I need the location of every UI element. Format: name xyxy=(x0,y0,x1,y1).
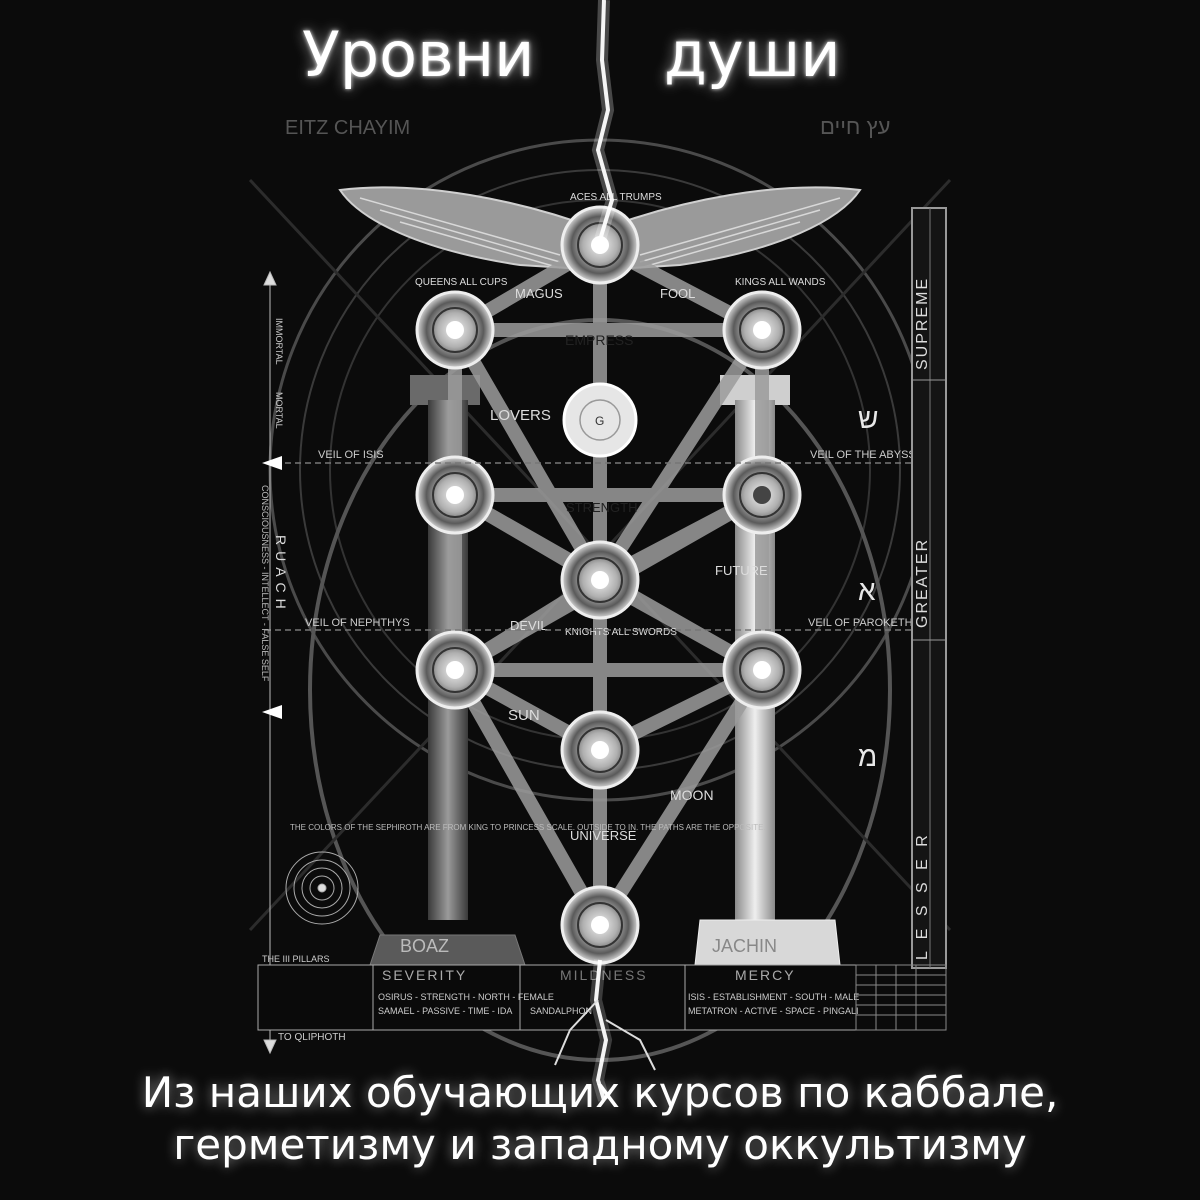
right-scale xyxy=(911,207,947,969)
mercy-desc-1: ISIS - ESTABLISHMENT - SOUTH - MALE xyxy=(688,992,859,1002)
supreme-label: SUPREME xyxy=(914,277,931,370)
immortal-label: IMMORTAL xyxy=(274,318,284,365)
eitz-chayim-hebrew: עץ חיים xyxy=(820,114,890,139)
mildness-label: MILDNESS xyxy=(560,967,648,983)
path-strength: STRENGTH xyxy=(566,500,638,515)
veil-lines xyxy=(265,462,935,631)
lightning-bolt-icon xyxy=(554,0,656,1102)
veil-abyss-label: VEIL OF THE ABYSS xyxy=(810,449,916,461)
queens-label: QUEENS ALL CUPS xyxy=(415,277,508,288)
caption-line-2: герметизму и западному оккультизму xyxy=(173,1120,1027,1169)
sephira-chesed xyxy=(722,455,802,535)
left-scale xyxy=(262,270,282,1055)
pillars-table: THE III PILLARS SEVERITY MILDNESS MERCY … xyxy=(257,954,859,1031)
severity-label: SEVERITY xyxy=(382,967,467,983)
sephira-yesod xyxy=(560,710,640,790)
ruach-sub-label: CONSCIOUSNESS - INTELLECT - FALSE SELF xyxy=(260,485,270,682)
sephira-netzach xyxy=(722,630,802,710)
sephira-malkuth xyxy=(560,885,640,965)
path-universe: UNIVERSE xyxy=(570,828,637,843)
severity-desc-2: SAMAEL - PASSIVE - TIME - IDA xyxy=(378,1006,512,1016)
to-qliphoth-label: TO QLIPHOTH xyxy=(278,1032,346,1043)
mercy-label: MERCY xyxy=(735,967,796,983)
greater-label: GREATER xyxy=(914,538,931,628)
sephira-binah xyxy=(415,290,495,370)
path-sun: SUN xyxy=(508,707,540,724)
sephira-kether xyxy=(560,205,640,285)
path-fool: FOOL xyxy=(660,286,695,301)
sephiroth: G xyxy=(415,205,802,965)
colors-note-text: THE COLORS OF THE SEPHIROTH ARE FROM KIN… xyxy=(290,823,766,832)
sephira-hod xyxy=(415,630,495,710)
color-scale-disk-icon xyxy=(285,851,359,925)
winged-disk-icon xyxy=(338,186,862,272)
path-empress: EMPRESS xyxy=(565,332,633,348)
mercy-desc-2: METATRON - ACTIVE - SPACE - PINGALI xyxy=(688,1006,859,1016)
boaz-label: BOAZ xyxy=(400,936,449,956)
severity-desc-1: OSIRUS - STRENGTH - NORTH - FEMALE xyxy=(378,992,554,1002)
knights-label: KNIGHTS ALL SWORDS xyxy=(565,627,677,638)
title-right-word: души xyxy=(664,18,841,91)
veil-paroketh-label: VEIL OF PAROKETH xyxy=(808,617,913,629)
sephira-geburah xyxy=(415,455,495,535)
hebrew-aleph: א xyxy=(858,575,876,606)
correspondence-grid xyxy=(855,964,947,1031)
ruach-label: RUACH xyxy=(273,535,289,615)
caption-line-1: Из наших обучающих курсов по каббале, xyxy=(141,1068,1059,1117)
middle-desc: SANDALPHON xyxy=(530,1006,592,1016)
aces-label: ACES ALL TRUMPS xyxy=(570,192,662,203)
sephira-daath: G xyxy=(562,382,638,458)
pillars-box-title: THE III PILLARS xyxy=(262,954,330,964)
path-moon: MOON xyxy=(670,787,714,803)
veil-isis-label: VEIL OF ISIS xyxy=(318,449,384,461)
mortal-label: MORTAL xyxy=(274,392,284,429)
path-labels: MAGUS FOOL EMPRESS LOVERS STRENGTH DEVIL… xyxy=(490,286,768,843)
veil-nephthys-label: VEIL OF NEPHTHYS xyxy=(305,617,410,629)
sephira-tiphareth xyxy=(560,540,640,620)
sephira-chokmah xyxy=(722,290,802,370)
kings-label: KINGS ALL WANDS xyxy=(735,277,826,288)
path-magus: MAGUS xyxy=(515,286,563,301)
eitz-chayim-label: EITZ CHAYIM xyxy=(285,117,410,139)
jachin-label: JACHIN xyxy=(712,936,777,956)
path-lovers: LOVERS xyxy=(490,407,551,424)
hebrew-shin: ש xyxy=(858,403,878,434)
title-left-word: Уровни xyxy=(302,18,535,91)
path-future: FUTURE xyxy=(715,563,768,578)
daath-letter: G xyxy=(595,414,604,428)
lesser-label: L E S S E R xyxy=(914,831,931,960)
colors-note: THE COLORS OF THE SEPHIROTH ARE FROM KIN… xyxy=(290,823,766,832)
hebrew-mem: מ xyxy=(858,741,877,772)
